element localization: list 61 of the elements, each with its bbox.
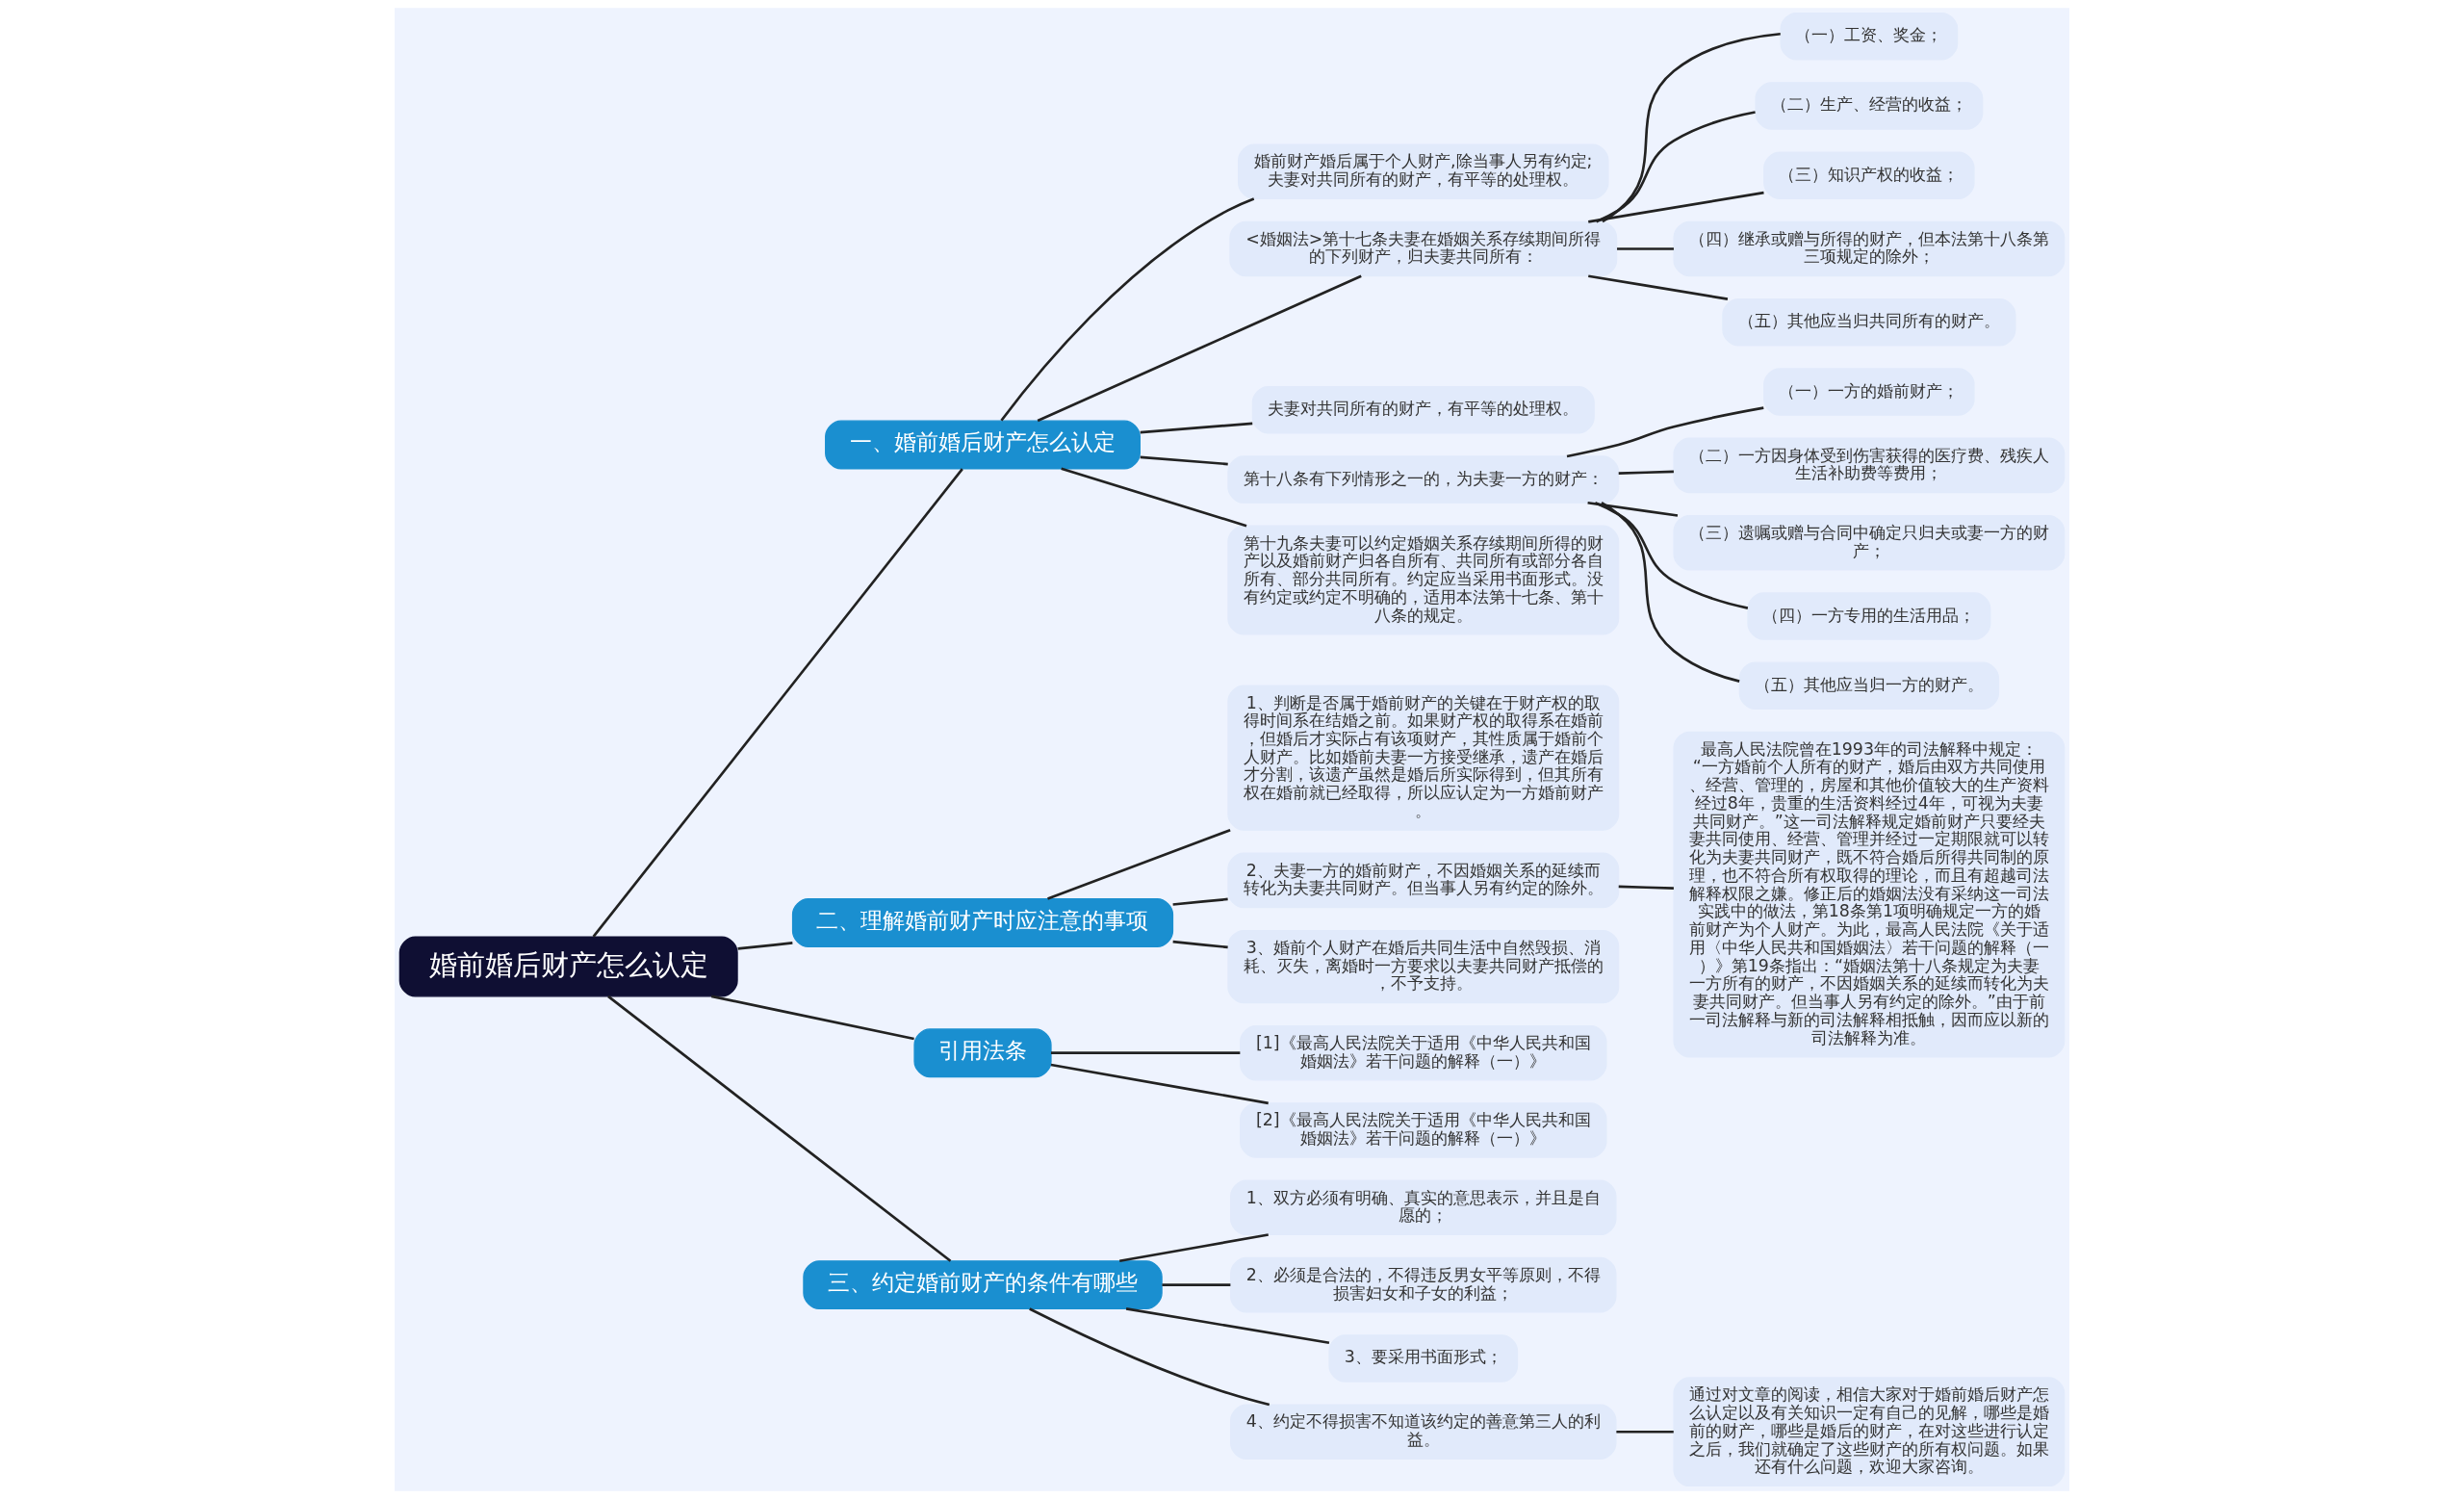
- connector: [1000, 197, 1255, 422]
- connector: [607, 995, 952, 1262]
- connector: [1616, 1430, 1674, 1434]
- node-box: 最高人民法院曾在1993年的司法解释中规定：“一方婚前个人所有的财产，婚后由双方共同使用、经营、管理的，房屋和其他价值较大的生产资料经过8年，贵重的生活资料经过4年，可视为夫妻共同财产。”这一司法解释规定婚前财产只要经夫妻共同使用、经营、管理并经过一定期限就可以转化为夫妻共同财产，既不符合婚后所得共同制的原理，也不符合所有权取得的理论，而且有超越司法解释权限之嫌。修正后的婚姻法没有采纳这一司法实践中的做法，第18条第1项明确规定一方的婚前财产为个人财产。为此，最高人民法院《关于适用〈中华人民共和国婚姻法〉若干问题的解释（一）》第19条指出：“婚姻法第十八条规定为夫妻一方所有的财产，不因婚姻关系的延续而转化为夫妻共同财产。但当事人另有约定的除外。”由于前一司法解释与新的司法解释相抵触，因而应以新的司法解释为准。: [1673, 731, 2066, 1058]
- node-box: （二）一方因身体受到伤害获得的医疗费、残疾人生活补助费等费用；: [1673, 437, 2066, 494]
- connector: [1050, 1051, 1241, 1055]
- connector: [1172, 897, 1228, 906]
- connector: [1594, 502, 1749, 609]
- connector: [1119, 1233, 1269, 1263]
- connector: [710, 995, 914, 1041]
- connector: [1596, 111, 1756, 223]
- connector: [1162, 1283, 1231, 1286]
- node-box: 3、要采用书面形式；: [1328, 1334, 1519, 1383]
- node-box: （三）知识产权的收益；: [1763, 151, 1975, 199]
- connector: [1601, 502, 1740, 683]
- node-box: 第十九条夫妻可以约定婚姻关系存续期间所得的财产以及婚前财产归各自所有、共同所有或部分各自所有、部分共同所有。约定应当采用书面形式。没有约定或约定不明确的，适用本法第十七条、第十八条的规定。: [1227, 525, 1620, 635]
- connector: [1588, 191, 1764, 223]
- connector: [1618, 885, 1674, 890]
- node-box: 引用法条: [913, 1028, 1052, 1078]
- node-box: 4、约定不得损害不知道该约定的善意第三人的利益。: [1230, 1404, 1617, 1460]
- node-box: （五）其他应当归一方的财产。: [1738, 661, 2000, 710]
- node-box: （四）一方专用的生活用品；: [1747, 592, 1991, 640]
- node-box: 一、婚前婚后财产怎么认定: [825, 420, 1141, 470]
- node-box: 1、判断是否属于婚前财产的关键在于财产权的取得时间系在结婚之前。如果财产权的取得系在婚前，但婚后才实际占有该项财产，其性质属于婚前个人财产。比如婚前夫妻一方接受继承，遗产在婚后才分割，该遗产虽然是婚后所实际得到，但其所有权在婚前就已经取得，所以应认定为一方婚前财产。: [1227, 685, 1620, 831]
- connector: [1618, 470, 1674, 475]
- connector: [1050, 1063, 1269, 1105]
- node-box: [2]《最高人民法院关于适用《中华人民共和国婚姻法》若干问题的解释（一）》: [1240, 1102, 1607, 1158]
- connector: [1140, 422, 1253, 434]
- node-box: （四）继承或赠与所得的财产，但本法第十八条第三项规定的除外；: [1673, 220, 2066, 277]
- node-box: （三）遗嘱或赠与合同中确定只归夫或妻一方的财产；: [1673, 514, 2066, 571]
- node-box: 通过对文章的阅读，相信大家对于婚前婚后财产怎么认定以及有关知识一定有自己的见解，哪些是婚前的财产，哪些是婚后的财产，在对这些进行认定之后，我们就确定了这些财产的所有权问题。如果还有什么问题，欢迎大家咨询。: [1673, 1377, 2066, 1487]
- node-box: 3、婚前个人财产在婚后共同生活中自然毁损、消耗、灭失，离婚时一方要求以夫妻共同财产抵偿的，不予支持。: [1227, 929, 1620, 1004]
- node-box: 婚前财产婚后属于个人财产,除当事人另有约定;夫妻对共同所有的财产，有平等的处理权。: [1238, 143, 1609, 199]
- connector: [1588, 274, 1729, 300]
- connector: [1587, 501, 1679, 517]
- connector: [1140, 455, 1228, 466]
- connector: [1029, 1307, 1270, 1407]
- connector: [1602, 32, 1781, 223]
- connector: [1617, 247, 1674, 250]
- connector: [1047, 828, 1231, 900]
- node-box: 第十八条有下列情形之一的，为夫妻一方的财产：: [1227, 455, 1620, 504]
- connector: [1125, 1307, 1330, 1345]
- node-box: 2、夫妻一方的婚前财产，不因婚姻关系的延续而转化为夫妻共同财产。但当事人另有约定的除外。: [1227, 852, 1620, 909]
- node-box: <婚姻法>第十七条夫妻在婚姻关系存续期间所得的下列财产，归夫妻共同所有：: [1229, 220, 1618, 277]
- node-box: 二、理解婚前财产时应注意的事项: [791, 898, 1174, 947]
- node-box: 夫妻对共同所有的财产，有平等的处理权。: [1251, 386, 1595, 434]
- node-box: （二）生产、经营的收益；: [1755, 82, 1984, 130]
- node-box: （五）其他应当归共同所有的财产。: [1722, 298, 2016, 347]
- node-box: （一）工资、奖金；: [1780, 12, 1959, 61]
- node-box: [1]《最高人民法院关于适用《中华人民共和国婚姻法》若干问题的解释（一）》: [1240, 1024, 1607, 1081]
- node-box: 1、双方必须有明确、真实的意思表示，并且是自愿的；: [1230, 1179, 1617, 1236]
- node-box: 婚前婚后财产怎么认定: [398, 936, 738, 997]
- node-box: 2、必须是合法的，不得违反男女平等原则，不得损害妇女和子女的利益；: [1230, 1256, 1617, 1313]
- node-box: 三、约定婚前财产的条件有哪些: [803, 1260, 1163, 1310]
- connector: [737, 942, 793, 950]
- connector: [1172, 940, 1228, 949]
- connector: [1061, 467, 1247, 528]
- node-box: （一）一方的婚前财产；: [1763, 368, 1975, 416]
- connector: [1566, 406, 1764, 458]
- connector: [1037, 274, 1362, 423]
- connector: [592, 468, 963, 938]
